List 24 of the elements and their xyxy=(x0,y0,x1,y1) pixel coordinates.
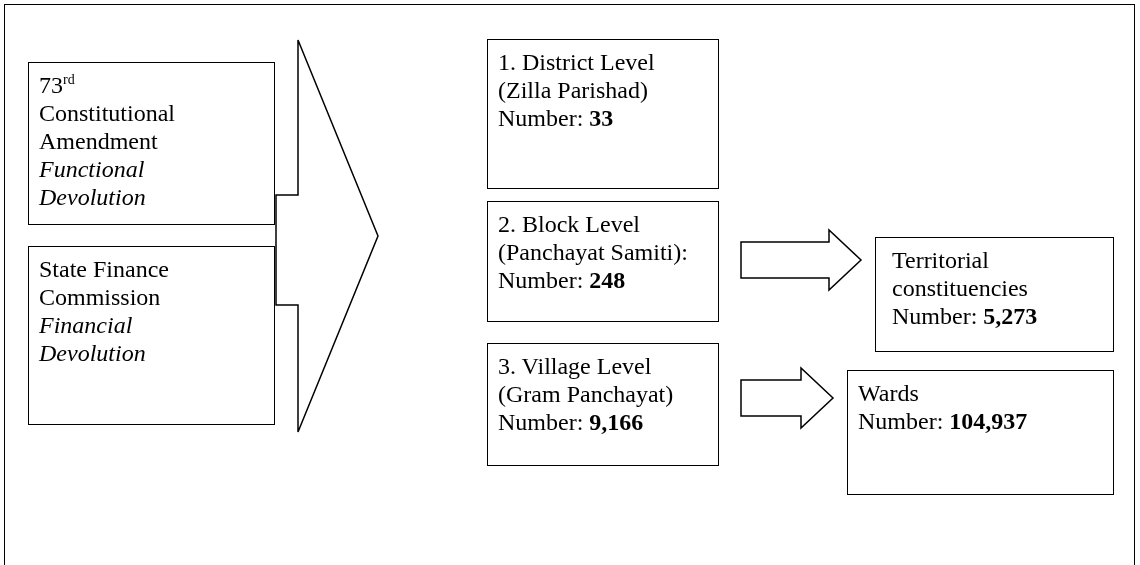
block-arrow xyxy=(740,228,863,292)
box-text: 2. Block Level (Panchayat Samiti): xyxy=(498,210,689,266)
box-text: Number: 104,937 xyxy=(858,407,1029,435)
text-box xyxy=(28,62,275,225)
text-box xyxy=(875,237,1114,352)
text-box xyxy=(28,246,275,425)
box-text: Financial Devolution xyxy=(39,311,147,367)
box-text: Functional Devolution xyxy=(39,155,147,211)
box-text: 3. Village Level (Gram Panchayat) xyxy=(498,352,675,408)
text-box xyxy=(487,343,719,466)
text-box xyxy=(487,201,719,322)
box-text: 1. District Level (Zilla Parishad) xyxy=(498,48,656,104)
block-arrow xyxy=(740,366,835,430)
box-text: Number: 248 xyxy=(498,266,627,294)
box-text: State Finance Commission xyxy=(39,255,170,311)
box-text: Number: 5,273 xyxy=(892,302,1039,330)
block-arrow xyxy=(275,39,379,433)
text-box xyxy=(487,39,719,189)
box-text: 73$^{rd}$ Constitutional Amendment xyxy=(39,71,176,155)
box-text: Number: 33 xyxy=(498,104,615,132)
box-text: Number: 9,166 xyxy=(498,408,645,436)
box-text: Territorial constituencies xyxy=(892,246,1029,302)
box-text: Wards xyxy=(858,379,920,407)
text-box xyxy=(847,370,1114,495)
